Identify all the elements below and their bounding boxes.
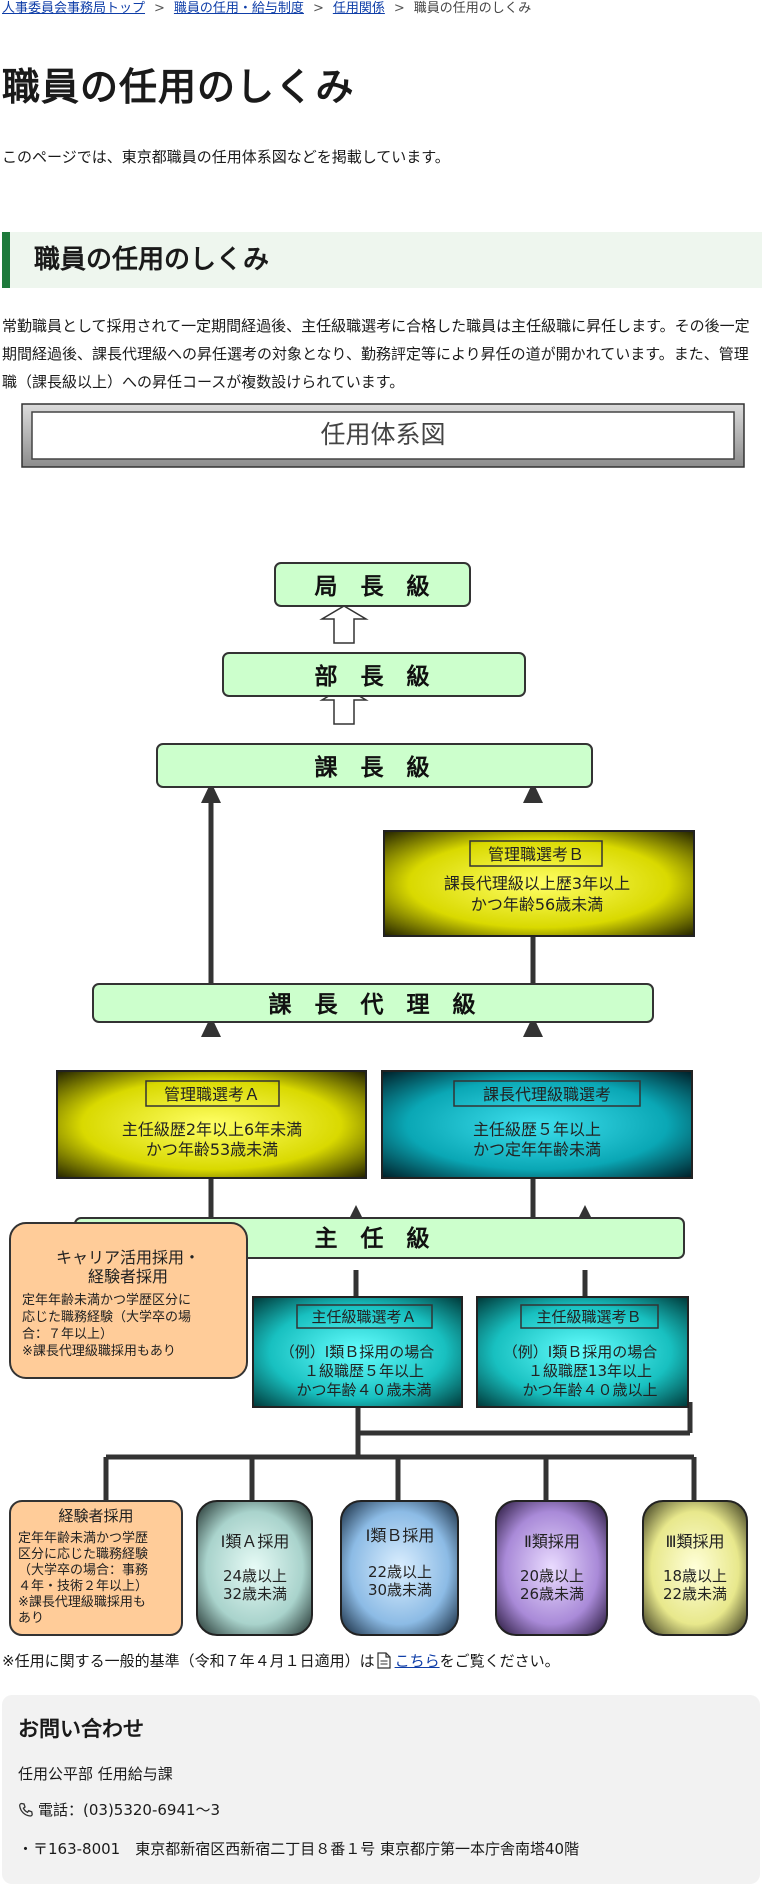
exam-kanri-b-line2: かつ年齢56歳未満: [471, 895, 603, 914]
recruit-ib: Ⅰ類Ｂ採用 22歳以上 30歳未満: [340, 1500, 459, 1636]
career-title-2: 経験者採用: [88, 1267, 168, 1286]
breadcrumb-separator: >: [312, 1, 324, 16]
criteria-note-suffix: をご覧ください。: [439, 1652, 560, 1670]
exam-kachodairi-line2: かつ定年年齢未満: [473, 1140, 601, 1159]
exam-kanri-a-title: 管理職選考Ａ: [164, 1085, 260, 1104]
exam-kanri-a: 管理職選考Ａ 主任級歴2年以上6年未満 かつ年齢53歳未満: [56, 1070, 367, 1179]
career-recruit-box: キャリア活用採用・ 経験者採用 定年年齢未満かつ学歴区分に 応じた職務経験（大学…: [9, 1222, 248, 1379]
grade-bucho-label: 部 長 級: [315, 663, 430, 690]
career-line-4: ※課長代理級職採用もあり: [22, 1343, 176, 1359]
breadcrumb-separator: >: [154, 1, 165, 16]
career-line-3: 合：７年以上）: [22, 1327, 113, 1342]
breadcrumb: 人事委員会事務局トップ > 職員の任用・給与制度 > 任用関係 > 職員の任用のしくみ: [2, 0, 531, 18]
exam-kachodairi-line1: 主任級歴５年以上: [473, 1120, 601, 1139]
recruit-keiken-line-5: ※課長代理級職採用も: [18, 1594, 146, 1610]
recruit-ib-line2: 30歳未満: [368, 1581, 432, 1599]
section-heading: 職員の任用のしくみ: [34, 245, 270, 275]
grade-kyokucho: 局 長 級: [274, 562, 471, 607]
grade-shunin-label: 主 任 級: [315, 1225, 430, 1252]
recruit-ia-title: Ⅰ類Ａ採用: [221, 1532, 290, 1551]
grade-kacho-label: 課 長 級: [315, 754, 430, 781]
exam-kanri-b: 管理職選考Ｂ 課長代理級以上歴3年以上 かつ年齢56歳未満: [383, 830, 695, 937]
grade-bucho: 部 長 級: [222, 652, 526, 697]
phone-icon: [18, 1802, 34, 1824]
contact-box: お問い合わせ 任用公平部 任用給与課 電話：(03)5320-6941～3 ・〒…: [2, 1695, 760, 1884]
recruit-ia-line1: 24歳以上: [223, 1567, 287, 1585]
recruit-keiken: 経験者採用 定年年齢未満かつ学歴 区分に応じた職務経験 （大学卒の場合：事務 ４…: [9, 1500, 183, 1636]
recruit-keiken-line-6: あり: [18, 1611, 44, 1626]
exam-kanri-a-line1: 主任級歴2年以上6年未満: [122, 1120, 302, 1139]
exam-kanri-a-line2: かつ年齢53歳未満: [146, 1140, 278, 1159]
grade-kyokucho-label: 局 長 級: [315, 573, 430, 600]
recruit-ia: Ⅰ類Ａ採用 24歳以上 32歳未満: [196, 1500, 313, 1636]
exam-kachodairi: 課長代理級職選考 主任級歴５年以上 かつ定年年齢未満: [381, 1070, 693, 1179]
breadcrumb-link-system[interactable]: 職員の任用・給与制度: [173, 1, 304, 16]
career-line-1: 定年年齢未満かつ学歴区分に: [22, 1292, 191, 1308]
exam-kachodairi-title: 課長代理級職選考: [483, 1085, 611, 1104]
exam-shunin-a-line2: １級職歴５年以上: [304, 1362, 424, 1380]
contact-department: 任用公平部 任用給与課: [18, 1765, 173, 1783]
recruit-ii-line2: 26歳未満: [520, 1585, 584, 1603]
exam-shunin-a-title: 主任級職選考Ａ: [311, 1308, 416, 1326]
recruit-ia-line2: 32歳未満: [223, 1585, 287, 1603]
recruit-ii-title: Ⅱ類採用: [524, 1532, 580, 1551]
recruit-iii: Ⅲ類採用 18歳以上 22歳未満: [642, 1500, 748, 1636]
recruit-ii: Ⅱ類採用 20歳以上 26歳未満: [495, 1500, 608, 1636]
recruit-keiken-line-2: 区分に応じた職務経験: [18, 1547, 148, 1562]
exam-shunin-b-title: 主任級職選考Ｂ: [536, 1308, 641, 1326]
section-heading-box: 職員の任用のしくみ: [2, 232, 762, 288]
recruit-ib-title: Ⅰ類Ｂ採用: [366, 1526, 435, 1545]
contact-address: ・〒163-8001 東京都新宿区西新宿二丁目８番１号 東京都庁第一本庁舎南塔4…: [18, 1840, 580, 1858]
grade-kacho: 課 長 級: [156, 743, 593, 788]
section-body: 常勤職員として採用されて一定期間経過後、主任級職選考に合格した職員は主任級職に昇…: [2, 317, 750, 391]
diagram-banner: 任用体系図: [21, 403, 745, 468]
exam-shunin-b-line3: かつ年齢４０歳以上: [522, 1381, 657, 1399]
breadcrumb-current: 職員の任用のしくみ: [413, 1, 532, 16]
exam-shunin-a-line3: かつ年齢４０歳未満: [296, 1381, 431, 1399]
breadcrumb-link-top[interactable]: 人事委員会事務局トップ: [2, 1, 146, 16]
criteria-note-prefix: ※任用に関する一般的基準（令和７年４月１日適用）は: [2, 1652, 375, 1670]
criteria-note: ※任用に関する一般的基準（令和７年４月１日適用）は こちらをご覧ください。: [2, 1650, 560, 1673]
recruit-ii-line1: 20歳以上: [520, 1567, 584, 1585]
breadcrumb-link-appointment[interactable]: 任用関係: [332, 1, 385, 16]
recruit-ib-line1: 22歳以上: [368, 1563, 432, 1581]
exam-shunin-a: 主任級職選考Ａ （例）Ⅰ類Ｂ採用の場合 １級職歴５年以上 かつ年齢４０歳未満: [252, 1296, 463, 1408]
recruit-iii-title: Ⅲ類採用: [665, 1532, 724, 1551]
diagram-banner-title: 任用体系図: [320, 420, 445, 449]
page-title: 職員の任用のしくみ: [2, 65, 355, 109]
breadcrumb-separator: >: [393, 1, 405, 16]
career-title-1: キャリア活用採用・: [56, 1248, 200, 1267]
appointment-system-diagram: 任用体系図 局 長 級 部 長 級: [9, 403, 748, 1636]
contact-phone-row: 電話：(03)5320-6941～3: [18, 1799, 744, 1824]
document-icon: [376, 1652, 391, 1673]
contact-heading: お問い合わせ: [18, 1717, 144, 1741]
exam-shunin-b: 主任級職選考Ｂ （例）Ⅰ類Ｂ採用の場合 １級職歴13年以上 かつ年齢４０歳以上: [476, 1296, 689, 1408]
exam-shunin-b-line1: （例）Ⅰ類Ｂ採用の場合: [503, 1343, 657, 1361]
recruit-keiken-line-3: （大学卒の場合：事務: [18, 1562, 148, 1578]
exam-kanri-b-title: 管理職選考Ｂ: [488, 845, 584, 864]
criteria-link[interactable]: こちら: [394, 1652, 440, 1670]
contact-phone: 電話：(03)5320-6941～3: [38, 1801, 221, 1819]
exam-shunin-b-line2: １級職歴13年以上: [528, 1362, 652, 1380]
career-line-2: 応じた職務経験（大学卒の場: [22, 1309, 191, 1325]
exam-shunin-a-line1: （例）Ⅰ類Ｂ採用の場合: [280, 1343, 434, 1361]
grade-kachodairi: 課 長 代 理 級: [92, 983, 654, 1023]
recruit-keiken-line-1: 定年年齢未満かつ学歴: [18, 1530, 148, 1546]
recruit-keiken-title: 経験者採用: [58, 1507, 133, 1525]
recruit-iii-line1: 18歳以上: [663, 1567, 727, 1585]
page-intro: このページでは、東京都職員の任用体系図などを掲載しています。: [2, 148, 450, 166]
grade-kachodairi-label: 課 長 代 理 級: [269, 991, 476, 1018]
recruit-keiken-line-4: ４年・技術２年以上）: [18, 1579, 148, 1594]
exam-kanri-b-line1: 課長代理級以上歴3年以上: [444, 874, 630, 893]
recruit-iii-line2: 22歳未満: [663, 1585, 727, 1603]
